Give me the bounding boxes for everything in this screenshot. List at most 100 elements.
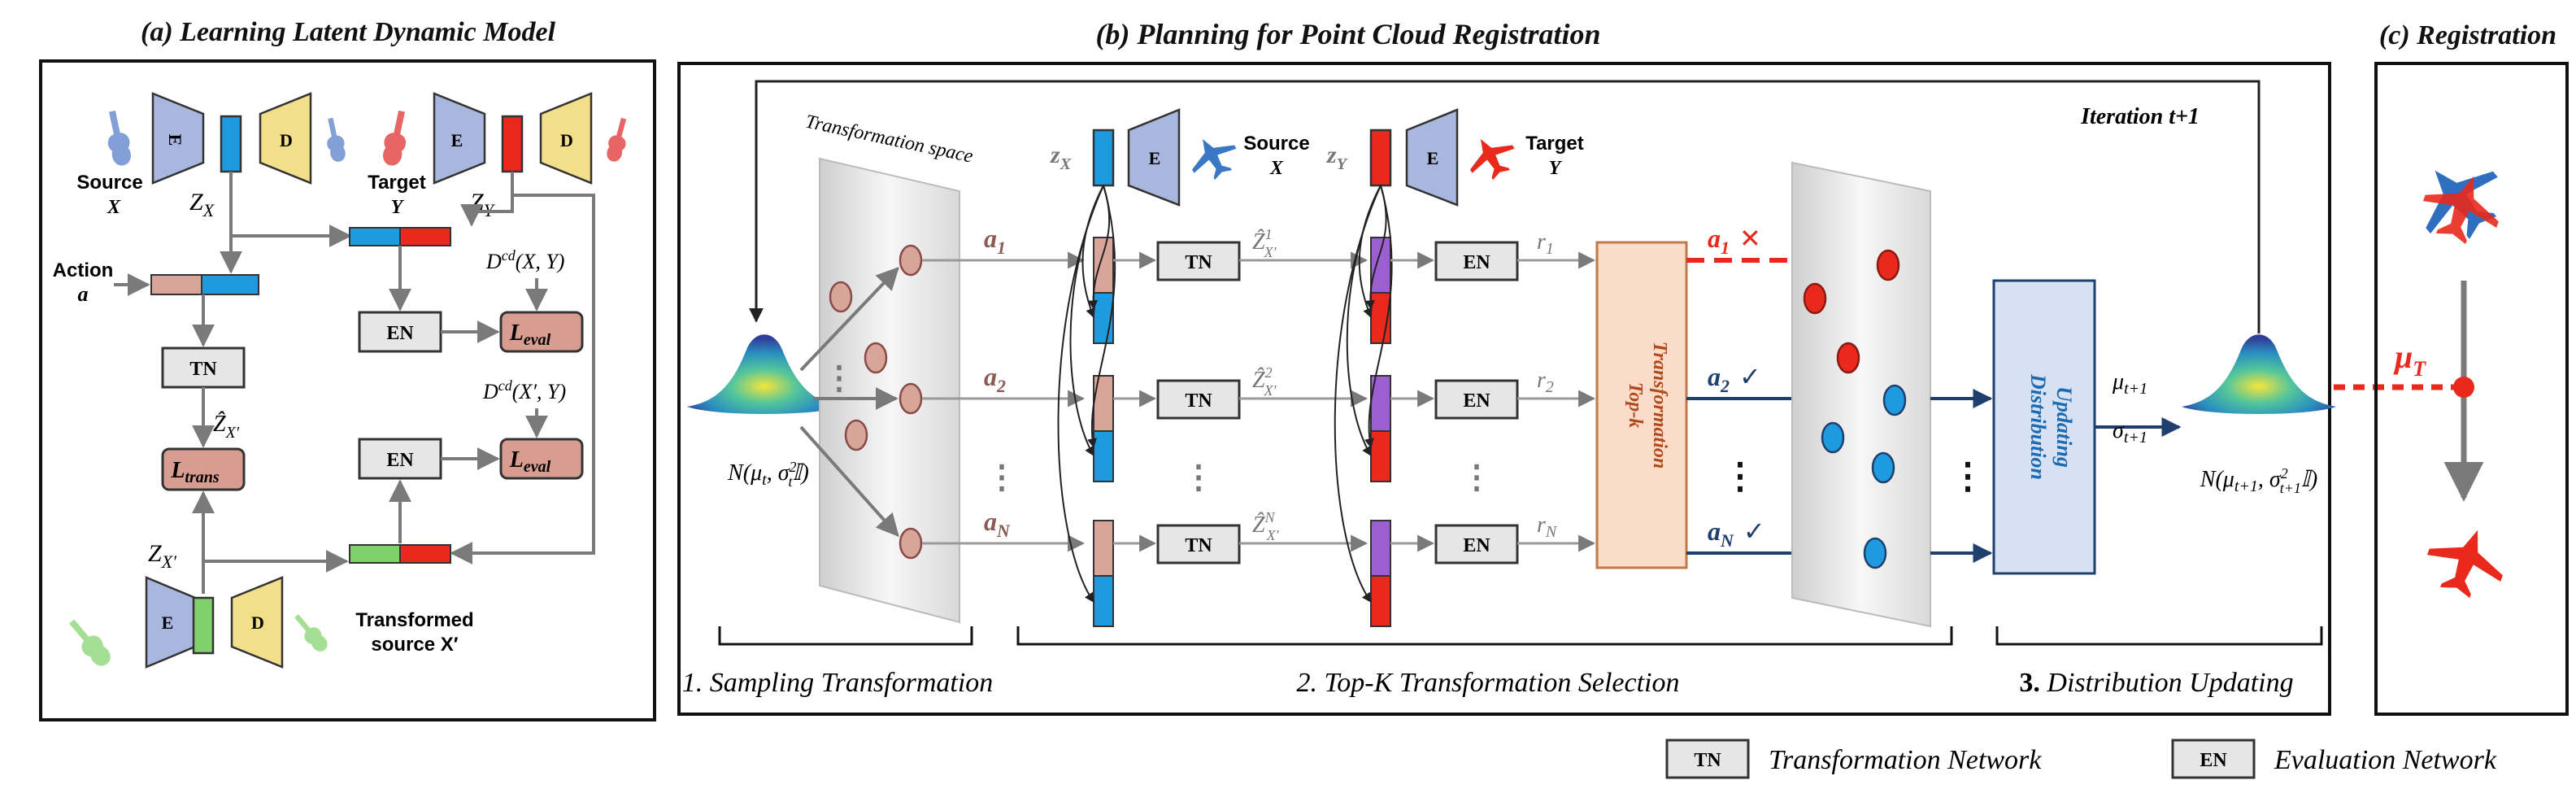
en-box-a-top xyxy=(358,311,442,353)
selection-dots xyxy=(1803,249,1907,569)
accept-action-N: aN✓ xyxy=(1708,517,1765,551)
dcd-top: Dcd(X, Y) xyxy=(485,247,564,273)
legend-tn-box xyxy=(1665,739,1750,779)
panel-b-frame xyxy=(677,62,2331,716)
posterior-gaussian xyxy=(2182,334,2336,414)
distribution-updating-box xyxy=(1992,279,2096,575)
prior-to-aN xyxy=(799,425,899,538)
target-label-a: Target xyxy=(368,172,426,194)
encoder-b-target-label: E xyxy=(1427,148,1439,168)
token-blue-2 xyxy=(1093,430,1114,482)
selection-plane xyxy=(1791,161,1931,628)
rejected-dot xyxy=(1836,342,1860,374)
sample-dots-vdots: ⋮ xyxy=(823,360,855,396)
zxp-label-a: ZX′ xyxy=(148,540,177,572)
selected-dot xyxy=(1821,421,1845,454)
pair-top-red xyxy=(399,227,451,246)
action-token-blue xyxy=(201,274,259,295)
zy-right-line xyxy=(450,172,595,564)
token-pink-N xyxy=(1093,520,1114,577)
zy-label-a: ZY xyxy=(470,189,496,220)
tn-label-b-2: TN xyxy=(1185,390,1212,412)
topk-box xyxy=(1595,241,1688,569)
pair-top-blue xyxy=(349,227,401,246)
step1-label: 1. Sampling Transformation xyxy=(682,668,994,698)
zx-label-b: zX xyxy=(1050,142,1072,173)
latent-zx-b xyxy=(1092,129,1115,187)
token-pink-1 xyxy=(1093,237,1114,294)
encoder-b-target xyxy=(1405,108,1459,207)
en-vdots: ⋮ xyxy=(1460,459,1493,495)
sample-dot xyxy=(899,244,923,277)
token-red-2 xyxy=(1370,430,1391,482)
zy-fanout-curves xyxy=(1334,185,1393,603)
source-var-b: X xyxy=(1269,158,1284,179)
en-box-b-2 xyxy=(1434,379,1519,420)
latent-zx-a xyxy=(220,115,242,173)
panel-a-frame xyxy=(39,59,656,721)
encoder-a-target xyxy=(433,92,486,185)
prior-gaussian xyxy=(687,334,842,414)
decoder-a-source xyxy=(259,92,312,185)
prior-to-a1 xyxy=(799,266,899,372)
tn-label-b-1: TN xyxy=(1185,252,1212,273)
decoder-a-source-label: D xyxy=(280,130,293,150)
panel-b-title: (b) Planning for Point Cloud Registratio… xyxy=(1095,18,1600,50)
decoder-a-bottom xyxy=(230,576,284,669)
action-label-1: a1 xyxy=(984,224,1006,258)
target-label-b: Target xyxy=(1525,133,1584,155)
tn-box-b-N xyxy=(1156,524,1241,564)
token-red-N xyxy=(1370,575,1391,627)
brace-step3 xyxy=(1995,626,2323,646)
leval-label-bottom: Leval xyxy=(509,447,551,476)
target-var-b: Y xyxy=(1549,158,1563,179)
distribution-label-2: Updating xyxy=(2052,386,2076,468)
mu-T-dot xyxy=(2453,377,2474,398)
en-label-b-1: EN xyxy=(1463,252,1490,273)
action-label-2: a2 xyxy=(984,362,1006,396)
action-token-pink xyxy=(150,274,202,295)
encoder-a-source xyxy=(151,92,205,185)
brace-step1 xyxy=(718,626,973,646)
action-label: Action xyxy=(53,259,114,281)
latent-zy-a xyxy=(501,115,524,173)
source-label-b: Source xyxy=(1243,133,1309,155)
transformed-label: Transformed xyxy=(355,609,473,631)
latent-zy-b xyxy=(1369,129,1392,187)
transformed-guitar-recon-icon xyxy=(289,610,332,656)
action-var: a xyxy=(78,282,89,306)
pair-bottom-red xyxy=(399,544,451,564)
iteration-label: Iteration t+1 xyxy=(2080,104,2200,129)
panel-c-frame xyxy=(2374,62,2569,716)
ltrans-box xyxy=(161,447,246,491)
decoder-a-target-label: D xyxy=(560,130,573,150)
rejected-dot xyxy=(1803,282,1827,315)
sample-dot xyxy=(864,342,888,374)
sample-dot xyxy=(899,527,923,560)
action-label-N: aN xyxy=(984,507,1011,541)
dist-vdots: ⋮ xyxy=(1950,456,1986,496)
source-label-a: Source xyxy=(76,172,142,194)
reward-1: r1 xyxy=(1537,229,1554,258)
mu-label: μt+1 xyxy=(2112,369,2147,398)
transformation-space-label: Transformation space xyxy=(803,111,975,168)
reject-action: a1✕ xyxy=(1708,224,1761,258)
sample-dot xyxy=(829,281,853,313)
step3-label: 3. Distribution Updating xyxy=(2019,668,2293,698)
sample-dots xyxy=(829,244,923,560)
encoder-a-bottom-label: E xyxy=(162,612,174,633)
ltrans-label: Ltrans xyxy=(170,458,220,486)
step2-label: 2. Top-K Transformation Selection xyxy=(1296,668,1679,698)
legend-en-box xyxy=(2171,739,2256,779)
encoder-b-source xyxy=(1127,108,1181,207)
leval-box-bottom xyxy=(499,438,584,480)
accept-action-2: a2✓ xyxy=(1708,362,1761,396)
token-blue-N xyxy=(1093,575,1114,627)
selection-vdots: ⋮ xyxy=(1722,456,1758,496)
